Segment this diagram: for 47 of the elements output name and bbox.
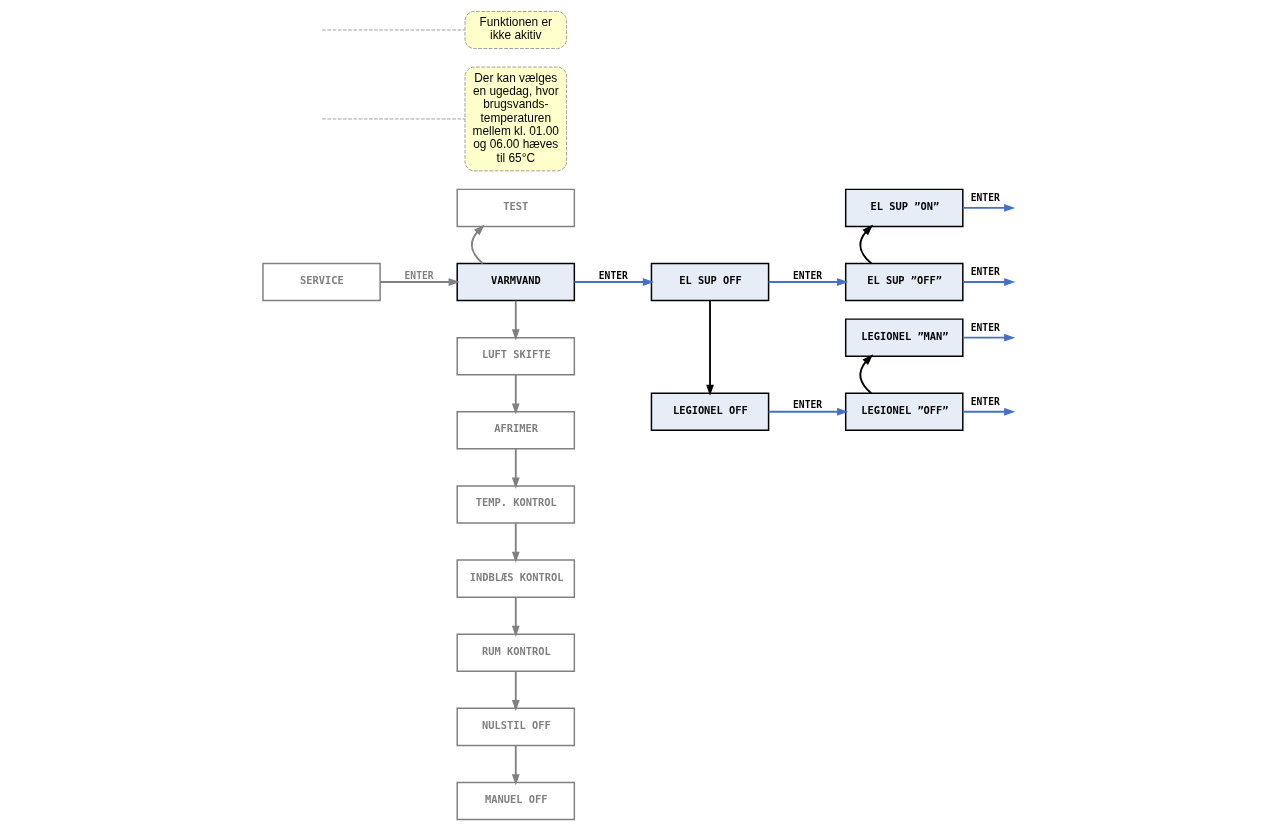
edge-label: ENTER	[970, 265, 1000, 277]
edge-label: ENTER	[793, 399, 823, 411]
connector	[321, 29, 466, 31]
edge-label: ENTER	[970, 395, 1000, 407]
node-box: LUFT SKIFTE	[456, 336, 576, 376]
arrow	[511, 596, 520, 637]
node-box: VARMVAND	[456, 262, 576, 302]
node-box: AFRIMER	[456, 411, 576, 450]
node-box: INDBLÆS KONTROL	[456, 559, 576, 598]
node-box: EL SUP ”OFF”	[844, 262, 964, 302]
node-box: LEGIONEL ”MAN”	[844, 318, 964, 357]
arrow	[573, 278, 654, 286]
arrow	[961, 278, 1016, 286]
node-box: NULSTIL OFF	[456, 707, 576, 747]
arrow	[859, 354, 874, 395]
arrow	[961, 407, 1016, 416]
connector	[321, 118, 466, 120]
node-box: MANUEL OFF	[456, 781, 576, 821]
arrow	[961, 333, 1016, 342]
node-box: EL SUP ”ON”	[844, 188, 964, 228]
edge-label: ENTER	[970, 321, 1000, 333]
arrow	[379, 278, 460, 286]
arrow	[859, 224, 874, 265]
arrow	[767, 278, 849, 286]
arrow	[706, 299, 714, 396]
node-box: Der kan vælges en ugedag, hvor brugsvands-temperaturen mellem kl. 01.00 og 06.00 hæves til 65°C	[464, 66, 567, 172]
node-box: Funktionen er ikke akitiv	[464, 11, 567, 49]
edge-label: ENTER	[970, 191, 1000, 203]
arrow	[511, 670, 520, 712]
arrow	[511, 373, 520, 415]
edge-label: ENTER	[793, 269, 823, 281]
node-box: LEGIONEL ”OFF”	[844, 392, 964, 432]
edge-label: ENTER	[404, 269, 434, 281]
arrow	[961, 204, 1016, 212]
arrow	[511, 744, 520, 786]
arrow	[767, 407, 849, 416]
edge-label: ENTER	[598, 269, 628, 281]
node-box: LEGIONEL OFF	[650, 392, 770, 432]
node-box: TEST	[456, 188, 576, 228]
node-box: TEMP. KONTROL	[456, 485, 576, 524]
node-box: SERVICE	[262, 262, 381, 302]
arrow	[511, 299, 520, 341]
arrow	[470, 224, 485, 265]
node-box: EL SUP OFF	[650, 262, 770, 302]
arrow	[511, 448, 520, 489]
node-box: RUM KONTROL	[456, 633, 576, 672]
arrow	[511, 522, 520, 563]
